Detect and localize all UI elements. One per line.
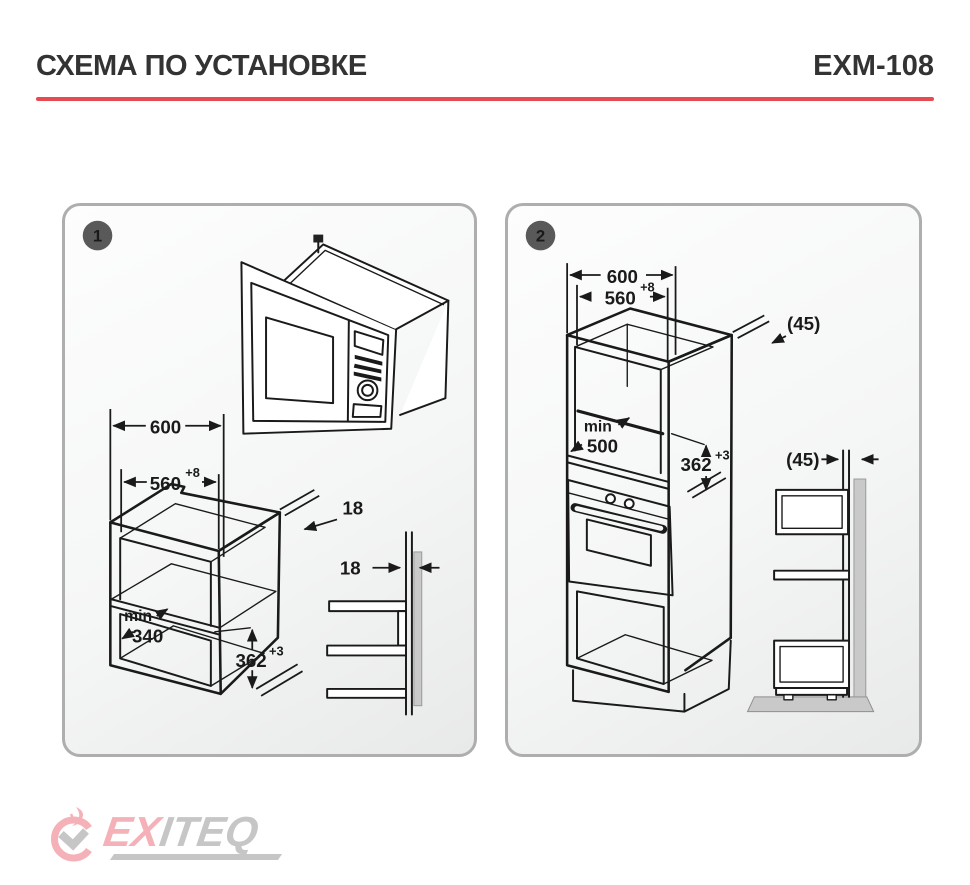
dim-min-label: min [124,608,152,625]
dim-560-label: 560 [605,288,636,309]
dim-45-top-label: (45) [787,313,820,334]
dimension-600: 600 [566,263,677,355]
dim-560-sup-label: +8 [640,280,655,295]
dim-18-side-label: 18 [340,558,361,579]
logo-text-ex: EX [100,808,164,855]
microwave-isometric-drawing [240,234,450,435]
side-profile-drawing: (45) [746,449,879,713]
installation-step-1-panel: 1 [62,203,477,757]
step-number: 1 [93,226,102,245]
microwave-knob [356,379,379,402]
dim-18-top-label: 18 [342,497,363,518]
exiteq-logo: EXITEQ [46,804,306,870]
dim-362-sup-label: +3 [269,643,284,658]
side-profile-drawing: 18 [326,531,440,716]
dim-min-label: min [584,419,612,436]
dimension-min-500: min 500 [570,417,631,456]
dimension-min-340: min 340 [121,608,169,647]
step-2-drawing: 2 600 [525,220,879,713]
step-number: 2 [536,226,545,245]
dim-362-sup-label: +3 [715,447,730,462]
logo-underline [109,854,283,860]
dim-45-side-label: (45) [786,449,819,470]
microwave-control-panel [351,330,385,418]
step-1-drawing: 1 [82,220,450,716]
tall-cabinet-drawing [565,307,734,713]
dimension-362: 362 +3 [214,627,303,697]
dim-362-label: 362 [680,454,711,475]
dimension-18-top: 18 [279,489,363,531]
dim-362-label: 362 [235,650,266,671]
exiteq-logo-text: EXITEQ [100,808,262,855]
model-number: EXM-108 [813,50,934,82]
red-divider-line [36,97,934,101]
mounting-screw [313,234,324,254]
step-badge-1: 1 [82,220,113,251]
dim-500-label: 500 [587,435,618,456]
exiteq-logo-icon [51,807,92,862]
dimension-600: 600 [109,409,225,557]
dimension-45-side: (45) [786,449,879,470]
dimension-560: 560 +8 [576,280,669,363]
step-badge-2: 2 [525,220,556,251]
dim-340-label: 340 [132,626,163,647]
dim-600-label: 600 [607,266,638,287]
logo-text-iteq: ITEQ [156,808,262,855]
page-title: СХЕМА ПО УСТАНОВКЕ [36,50,367,82]
dimension-18-side: 18 [340,558,440,579]
dim-560-label: 560 [150,473,181,494]
dimension-362: 362 +3 [670,432,730,499]
dimension-560: 560 +8 [120,465,220,549]
installation-step-2-panel: 2 600 [505,203,922,757]
dim-560-sup-label: +8 [185,465,200,480]
oven-drawing [567,479,674,597]
dimension-45-top: (45) [732,313,820,344]
dim-600-label: 600 [150,417,181,438]
